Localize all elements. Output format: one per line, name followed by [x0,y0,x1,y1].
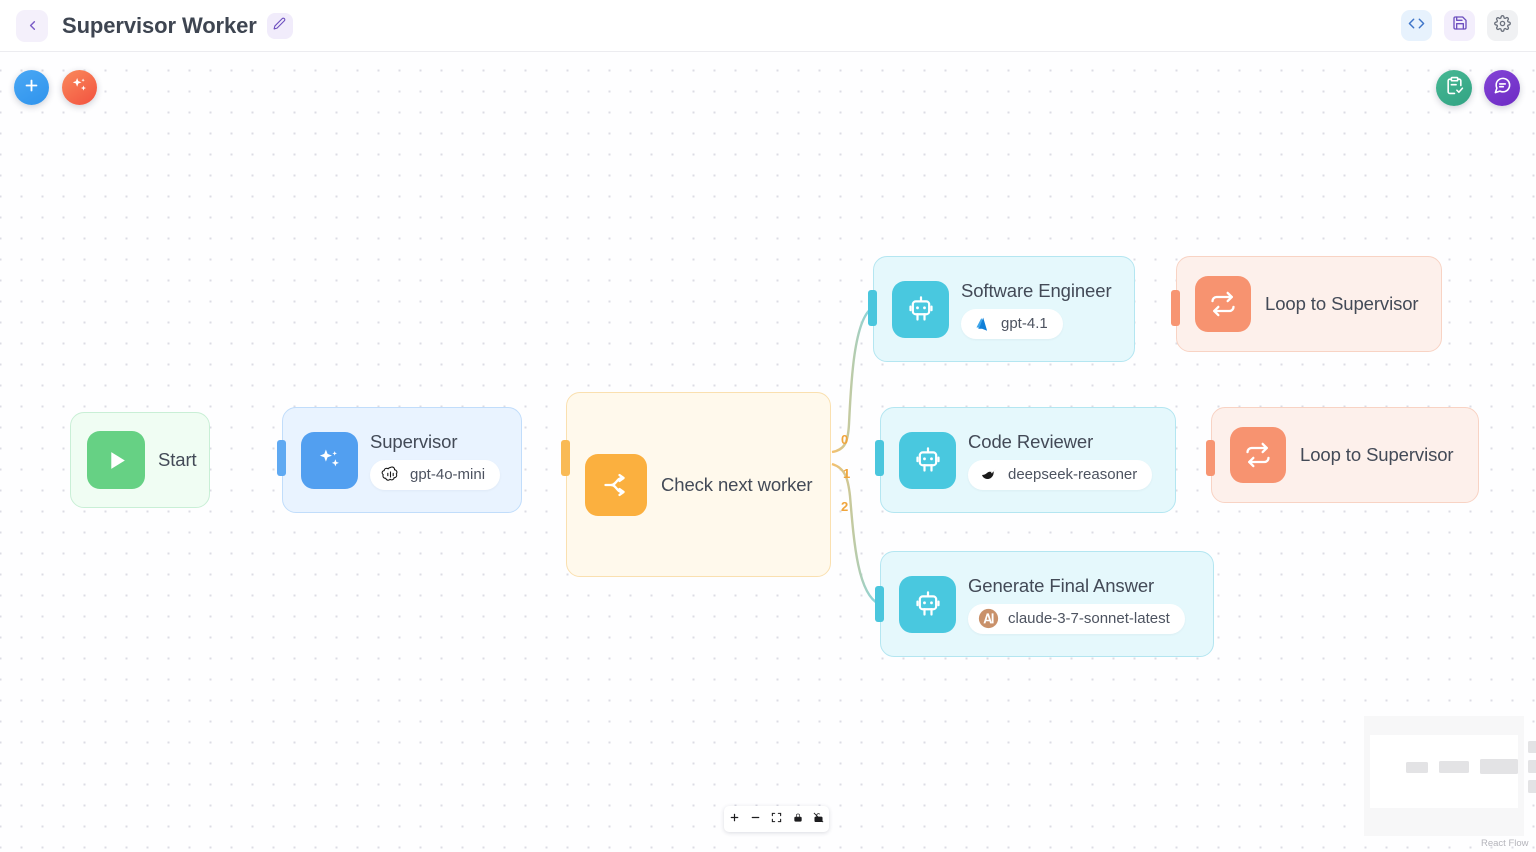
minimap-node [1406,762,1428,773]
lock-button[interactable] [787,806,808,832]
chat-button[interactable] [1484,70,1520,106]
node-handle-loop1-in[interactable] [1171,290,1180,326]
model-pill[interactable]: gpt-4.1 [961,308,1063,339]
header-actions [1401,10,1518,41]
minimap[interactable] [1364,716,1536,836]
robot-icon [899,575,956,633]
node-handle-supervisor-in[interactable] [277,440,286,476]
node-title: Software Engineer [961,279,1112,301]
model-name: gpt-4o-mini [410,466,486,483]
flow-node-loop-to-supervisor-1[interactable]: Loop to Supervisor [1176,256,1442,352]
code-brackets-icon [1408,15,1425,37]
branch-icon [585,453,647,516]
deepseek-logo-icon [978,464,999,485]
minimap-node [1528,780,1536,793]
back-button[interactable] [16,9,48,42]
robot-icon [892,280,949,338]
plus-icon [23,77,40,99]
branch-label-1: 1 [843,466,851,481]
node-title: Check next worker [661,473,813,495]
node-handle-final-in[interactable] [875,586,884,622]
app-header: Supervisor Worker [0,0,1536,52]
minimap-node [1528,741,1536,753]
add-node-button[interactable] [14,70,49,105]
flow-node-code-reviewer[interactable]: Code Reviewer deepseek-reasoner [880,407,1176,513]
node-title: Supervisor [370,430,458,452]
lock-off-icon [813,810,824,828]
node-handle-engineer-in[interactable] [868,290,877,326]
save-button[interactable] [1444,10,1475,41]
pencil-icon [273,17,286,35]
flow-node-loop-to-supervisor-2[interactable]: Loop to Supervisor [1211,407,1479,503]
settings-button[interactable] [1487,10,1518,41]
branch-label-2: 2 [841,499,849,514]
flow-node-software-engineer[interactable]: Software Engineer gpt-4.1 [873,256,1135,362]
plus-icon [729,810,740,828]
minimap-node [1439,761,1469,773]
validate-button[interactable] [1436,70,1472,106]
openai-logo-icon [380,464,401,485]
node-title: Generate Final Answer [968,574,1155,596]
robot-icon [899,431,956,489]
floppy-disk-icon [1452,15,1468,36]
rename-workflow-button[interactable] [266,12,293,39]
node-handle-check-in[interactable] [561,440,570,476]
model-name: gpt-4.1 [1001,315,1048,332]
minimap-node [1480,759,1518,774]
anthropic-logo-icon [978,608,999,629]
minimap-viewport[interactable] [1370,735,1536,808]
model-name: deepseek-reasoner [1008,466,1138,483]
flow-node-check-next-worker[interactable]: Check next worker [566,392,831,577]
flow-canvas[interactable]: 0 1 2 Start Supervisor [0,52,1536,852]
model-pill[interactable]: claude-3-7-sonnet-latest [968,603,1185,634]
code-view-button[interactable] [1401,10,1432,41]
flow-node-supervisor[interactable]: Supervisor gpt-4o-mini [282,407,522,513]
minus-icon [750,810,761,828]
loop-icon [1230,427,1286,483]
fit-view-icon [771,810,782,828]
zoom-toolbar [724,806,829,832]
toggle-interactivity-button[interactable] [808,806,829,832]
reactflow-attribution: React Flow [1481,838,1529,849]
azure-logo-icon [971,313,992,334]
zoom-out-button[interactable] [745,806,766,832]
node-title: Loop to Supervisor [1265,293,1419,314]
loop-icon [1195,276,1251,332]
model-name: claude-3-7-sonnet-latest [1008,610,1170,627]
node-title: Start [158,449,197,470]
model-pill[interactable]: deepseek-reasoner [968,459,1153,490]
fit-view-button[interactable] [766,806,787,832]
flow-node-start[interactable]: Start [70,412,210,508]
flow-node-generate-final-answer[interactable]: Generate Final Answer claude-3-7-sonnet-… [880,551,1214,657]
gear-icon [1494,14,1511,37]
minimap-node [1528,760,1536,773]
zoom-in-button[interactable] [724,806,745,832]
node-title: Code Reviewer [968,430,1094,452]
clipboard-check-icon [1445,76,1464,100]
sparkles-icon [301,431,358,489]
lock-icon [793,810,803,828]
node-title: Loop to Supervisor [1300,444,1454,465]
play-icon [87,431,145,489]
ai-generate-button[interactable] [62,70,97,105]
branch-label-0: 0 [841,432,849,447]
node-handle-loop2-in[interactable] [1206,440,1215,476]
model-pill[interactable]: gpt-4o-mini [370,459,501,490]
sparkles-icon [70,76,89,100]
chevron-left-icon [25,18,40,33]
node-handle-reviewer-in[interactable] [875,440,884,476]
chat-bubble-icon [1493,76,1512,100]
page-title: Supervisor Worker [62,12,257,38]
